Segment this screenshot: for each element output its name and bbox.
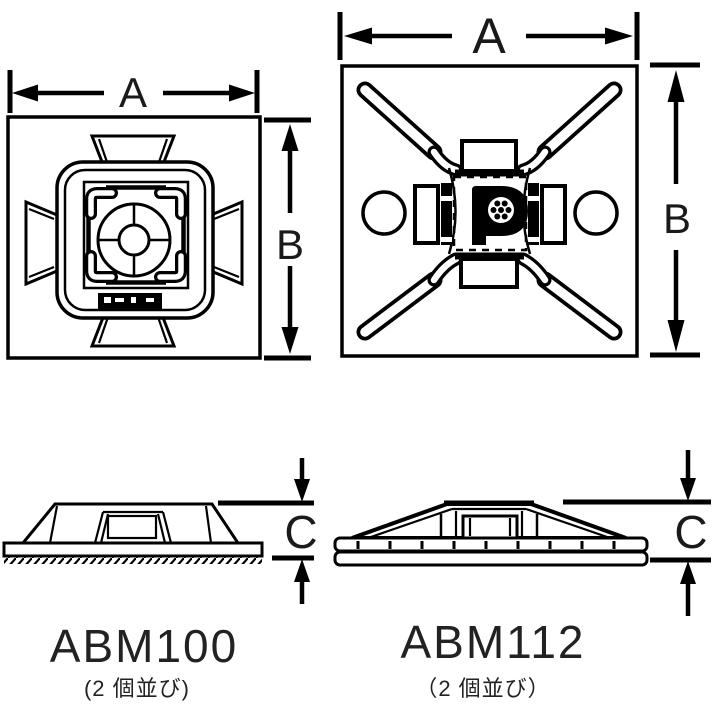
x-arm-icon — [356, 81, 623, 341]
abm112-dim-b: B — [650, 62, 700, 358]
arrowhead-down-icon — [667, 320, 685, 352]
abm112-base-strip-top — [333, 536, 649, 553]
abm112-note-label: （2 個並び） — [415, 676, 550, 701]
abm100-top-view: A B — [6, 69, 311, 361]
arrowhead-down-icon — [680, 478, 696, 501]
abm112-side-view: C ABM112 （2 個並び） — [333, 450, 711, 701]
abm100-base-strip — [2, 541, 264, 558]
molded-label — [98, 293, 162, 309]
arrowhead-down-icon — [281, 327, 299, 354]
abm112-model-label: ABM112 — [400, 616, 585, 668]
abm100-dim-c: C — [218, 458, 318, 604]
abm100-dim-b: B — [264, 117, 311, 361]
center-ring-icon — [96, 202, 172, 278]
adhesive-hatch-icon — [4, 556, 262, 564]
abm112-top-view: A B — [337, 8, 700, 358]
panduit-p-logo — [472, 186, 528, 245]
arrowhead-right-icon — [605, 27, 633, 45]
arrowhead-left-icon — [12, 84, 38, 102]
dim-label-a: A — [119, 69, 147, 116]
abm112-dim-a: A — [337, 8, 640, 64]
dim-label-b: B — [276, 221, 304, 268]
abm100-mount — [24, 134, 244, 348]
arrowhead-up-icon — [667, 70, 685, 102]
dim-label-a: A — [472, 8, 506, 64]
dim-label-c: C — [284, 506, 317, 558]
abm100-dim-a: A — [7, 69, 260, 116]
arrowhead-up-icon — [680, 561, 696, 584]
arrowhead-left-icon — [344, 27, 372, 45]
screw-hole-left — [361, 190, 407, 236]
abm112-dim-c: C — [563, 450, 711, 616]
tie-slot-icon — [85, 187, 187, 283]
screw-hole-right — [573, 190, 619, 236]
abm100-model-label: ABM100 — [50, 620, 238, 672]
abm112-mount — [356, 81, 623, 341]
arrowhead-right-icon — [229, 84, 255, 102]
dim-label-b: B — [663, 195, 691, 242]
arrowhead-up-icon — [281, 124, 299, 151]
dim-label-c: C — [674, 506, 707, 558]
abm100-note-label: (2 個並び) — [84, 676, 190, 701]
base-serrations-icon — [356, 541, 616, 549]
abm112-base-strip-bottom — [333, 550, 649, 567]
arrowhead-down-icon — [294, 479, 310, 502]
abm100-side-view: C ABM100 (2 個並び) — [2, 458, 318, 701]
arrowhead-up-icon — [294, 559, 310, 582]
